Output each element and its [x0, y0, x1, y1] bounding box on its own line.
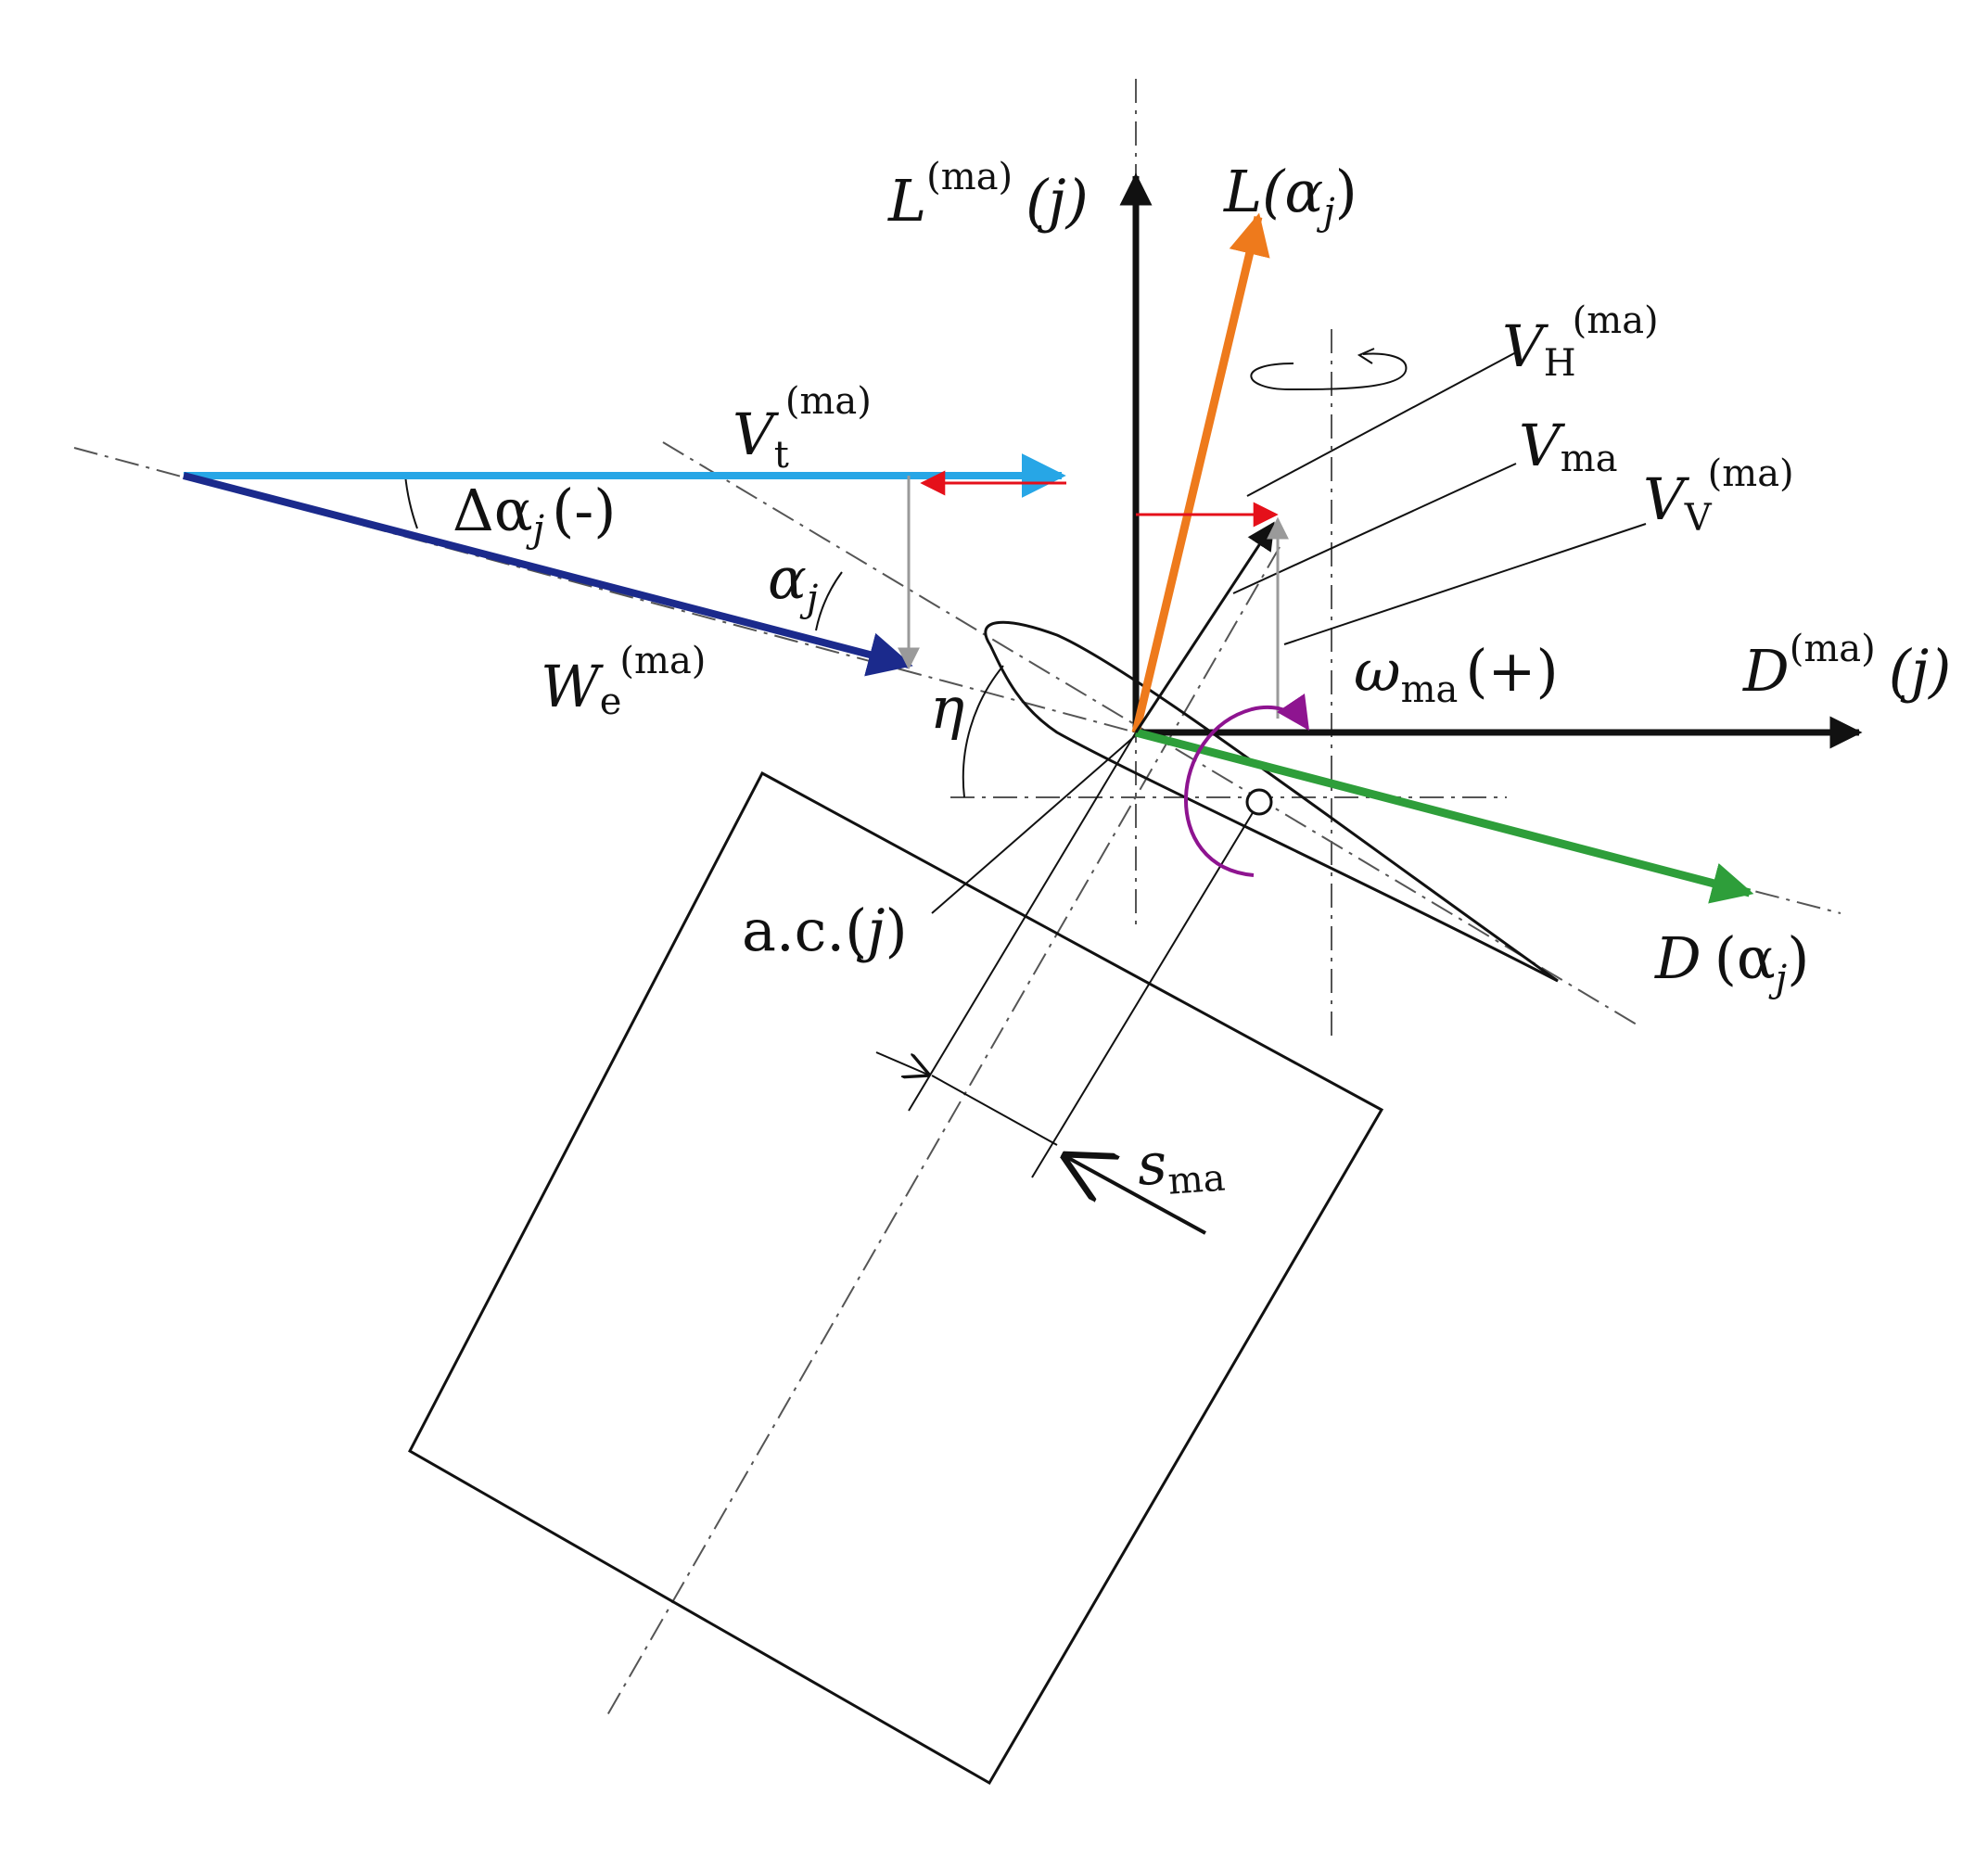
leader-ac	[931, 734, 1137, 914]
offset-line-pivot	[1031, 801, 1260, 1178]
we-vector	[182, 472, 913, 677]
label-we: We(ma)	[541, 640, 706, 723]
leader-vv	[1283, 523, 1647, 645]
leader-vma	[1232, 463, 1517, 594]
vma-vector	[1134, 521, 1275, 733]
drag-alpha-vector	[1134, 728, 1754, 904]
label-drag-alpha: D(αj)	[1654, 924, 1809, 1000]
label-ac: a.c.(j)	[742, 897, 908, 964]
airfoil-section	[984, 620, 1559, 983]
vectors	[182, 172, 1863, 904]
label-lift-ma: L(ma)(j)	[887, 156, 1089, 235]
sail-rectangle	[408, 770, 1384, 1786]
label-s-ma: sma	[1135, 1126, 1227, 1205]
label-alpha: αj	[768, 544, 818, 620]
lift-alpha-vector	[1131, 212, 1270, 734]
label-eta: η	[930, 674, 964, 742]
rotation-arrowhead	[1357, 348, 1375, 364]
labels: L(ma)(j) L(αj) VH(ma) Vma VV(ma) Vt(ma) …	[452, 156, 1951, 1205]
leader-lines	[931, 351, 1647, 914]
eta-arc	[962, 665, 1004, 798]
rotation-ellipse	[1250, 352, 1408, 391]
label-vma: Vma	[1519, 412, 1618, 480]
label-vh: VH(ma)	[1502, 299, 1659, 385]
label-vv: VV(ma)	[1643, 452, 1794, 540]
label-lift-alpha: L(αj)	[1223, 158, 1357, 234]
offset-arrow-left	[875, 1051, 930, 1075]
label-omega: ωma(+)	[1354, 637, 1559, 711]
leader-vh	[1246, 351, 1517, 497]
offset-line-ac	[908, 732, 1137, 1112]
omega-rotation-arrow	[1184, 694, 1309, 877]
offset-arrow-right	[1062, 1154, 1206, 1235]
pivot-point	[1245, 788, 1273, 816]
offset-dimension-line	[931, 1075, 1058, 1146]
rotation-symbol	[1250, 348, 1408, 391]
label-drag-ma: D(ma)(j)	[1742, 628, 1951, 705]
label-delta-alpha: Δαj(-)	[452, 477, 616, 551]
alpha-arc	[815, 571, 843, 631]
label-vt: Vt(ma)	[733, 380, 872, 477]
delta-alpha-arc	[404, 474, 418, 529]
